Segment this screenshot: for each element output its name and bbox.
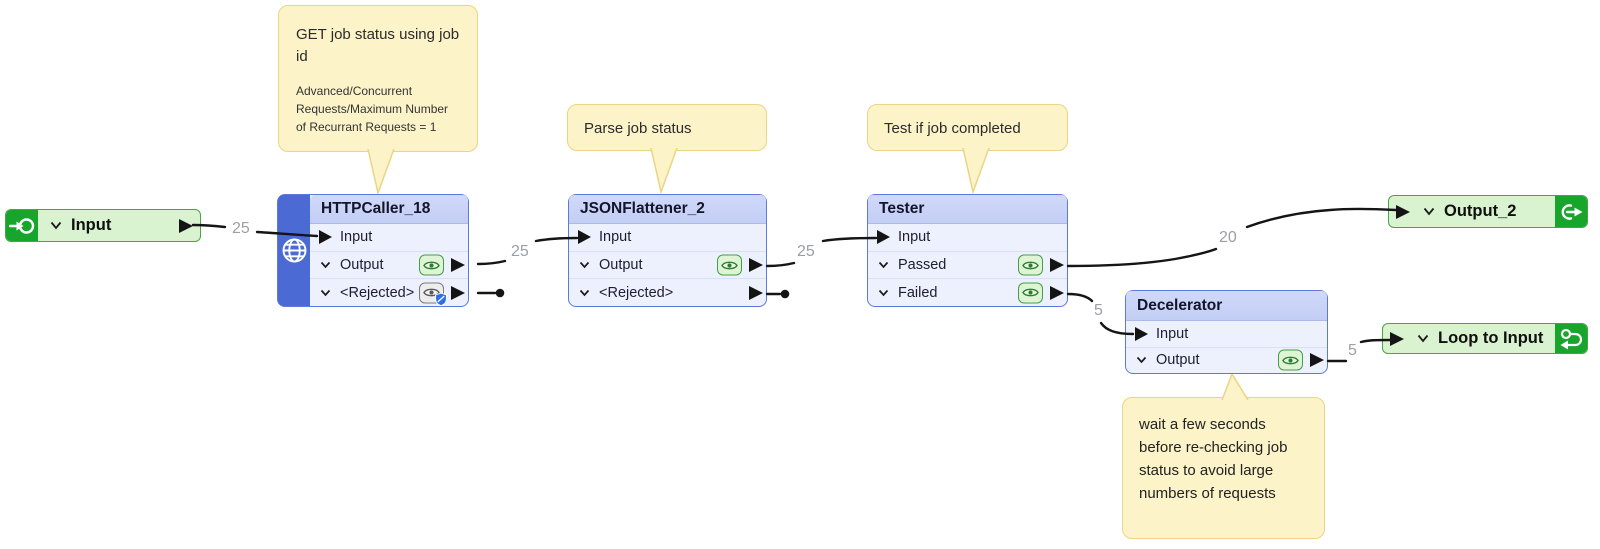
input-port-arrow-icon[interactable] (1133, 326, 1149, 342)
output-port-arrow-icon[interactable] (1309, 352, 1325, 368)
port-label: Passed (898, 257, 947, 273)
node-title[interactable]: JSONFlattener_2 (569, 195, 766, 224)
annotation-heading: Test if job completed (884, 120, 1021, 137)
chevron-down-icon[interactable] (1423, 207, 1435, 216)
port-label: Input (1156, 325, 1189, 342)
feature-cache-eye-icon[interactable] (1278, 349, 1303, 371)
node-title[interactable]: Tester (868, 195, 1067, 224)
port-label: <Rejected> (340, 284, 415, 301)
chevron-down-icon[interactable] (875, 289, 891, 297)
annotation-tail (960, 147, 992, 195)
input-port-arrow-icon[interactable] (875, 229, 891, 245)
port-label: Input (898, 229, 931, 246)
output-node-icon (1555, 196, 1587, 227)
rejected-cache-eye-shield-icon[interactable] (419, 282, 447, 306)
input-node-icon (6, 210, 38, 241)
output-port-arrow-icon[interactable] (450, 257, 466, 273)
port-input[interactable]: Input (868, 224, 1067, 251)
feature-cache-eye-icon[interactable] (717, 254, 742, 276)
rejected-stub-httpcaller[interactable] (476, 288, 505, 298)
port-output[interactable]: Output (310, 250, 468, 279)
node-title[interactable]: Decelerator (1126, 291, 1327, 321)
port-output[interactable]: Output (1126, 346, 1327, 374)
connection-jsonflattener-to-tester[interactable] (765, 236, 878, 268)
transformer-node-jsonflattener[interactable]: JSONFlattener_2 Input Output (568, 194, 767, 307)
feature-count: 25 (797, 243, 815, 260)
annotation-tester-note[interactable]: Test if job completed (867, 104, 1068, 195)
annotation-httpcaller-note[interactable]: GET job status using job id Advanced/Con… (278, 5, 478, 196)
httpcaller-accent-bar (278, 195, 310, 306)
port-label: Output (340, 257, 384, 273)
shield-icon (435, 292, 447, 306)
annotation-body: wait a few seconds before re-checking jo… (1139, 416, 1288, 502)
feature-count: 25 (511, 243, 529, 260)
node-title[interactable]: HTTPCaller_18 (310, 195, 468, 224)
feature-cache-eye-icon[interactable] (1018, 282, 1043, 304)
loop-node-icon (1555, 324, 1587, 353)
transformer-node-tester[interactable]: Tester Input Passed (867, 194, 1068, 307)
sink-node-loop-to-input[interactable]: Loop to Input (1382, 323, 1588, 354)
output-port-arrow-icon[interactable] (450, 285, 466, 301)
rejected-stub-jsonflattener[interactable] (765, 289, 790, 299)
port-label: Input (340, 229, 373, 246)
sink-node-output2[interactable]: Output_2 (1388, 195, 1588, 228)
node-label: Loop to Input (1438, 329, 1544, 347)
node-label: Input (71, 216, 112, 234)
annotation-tail (365, 148, 397, 196)
port-passed[interactable]: Passed (868, 250, 1067, 279)
chevron-down-icon[interactable] (50, 221, 62, 230)
annotation-tail (1219, 372, 1251, 401)
port-output[interactable]: Output (569, 250, 766, 279)
port-input[interactable]: Input (1126, 321, 1327, 347)
chevron-down-icon[interactable] (1417, 334, 1429, 343)
feature-count: 25 (232, 220, 250, 237)
output-port-arrow-icon[interactable] (1049, 285, 1065, 301)
annotation-jsonflattener-note[interactable]: Parse job status (567, 104, 767, 195)
feature-cache-eye-icon[interactable] (1018, 254, 1043, 276)
chevron-down-icon[interactable] (576, 261, 592, 269)
annotation-decelerator-note[interactable]: wait a few seconds before re-checking jo… (1122, 372, 1325, 539)
port-failed[interactable]: Failed (868, 278, 1067, 306)
chevron-down-icon[interactable] (317, 289, 333, 297)
chevron-down-icon[interactable] (576, 289, 592, 297)
port-input[interactable]: Input (310, 224, 468, 251)
input-port-arrow-icon[interactable] (576, 229, 592, 245)
port-input[interactable]: Input (569, 224, 766, 251)
chevron-down-icon[interactable] (1133, 356, 1149, 364)
transformer-node-httpcaller[interactable]: HTTPCaller_18 Input Output (277, 194, 469, 307)
port-label: <Rejected> (599, 284, 674, 301)
source-node-input[interactable]: Input (5, 209, 201, 242)
output-port-arrow-icon[interactable] (748, 285, 764, 301)
feature-count: 5 (1094, 302, 1103, 319)
port-label: Output (599, 257, 643, 273)
connection-decelerator-to-loop[interactable] (1326, 338, 1392, 363)
globe-icon (281, 237, 308, 264)
annotation-heading: Parse job status (584, 120, 692, 137)
output-port-arrow-icon[interactable] (178, 218, 194, 234)
node-label: Output_2 (1444, 202, 1517, 220)
annotation-tail (648, 147, 680, 195)
annotation-body: Advanced/Concurrent Requests/Maximum Num… (296, 83, 449, 134)
feature-count: 5 (1348, 342, 1357, 359)
input-port-arrow-icon[interactable] (1389, 331, 1405, 347)
port-label: Failed (898, 284, 938, 301)
chevron-down-icon[interactable] (317, 261, 333, 269)
port-label: Input (599, 229, 632, 246)
transformer-node-decelerator[interactable]: Decelerator Input Output (1125, 290, 1328, 374)
chevron-down-icon[interactable] (875, 261, 891, 269)
output-port-arrow-icon[interactable] (1049, 257, 1065, 273)
annotation-heading: GET job status using job id (296, 26, 460, 65)
feature-cache-eye-icon[interactable] (419, 254, 444, 276)
port-rejected[interactable]: <Rejected> (310, 278, 468, 306)
input-port-arrow-icon[interactable] (1395, 204, 1411, 220)
feature-count: 20 (1219, 229, 1237, 246)
port-rejected[interactable]: <Rejected> (569, 278, 766, 306)
input-port-arrow-icon[interactable] (317, 229, 333, 245)
output-port-arrow-icon[interactable] (748, 257, 764, 273)
port-label: Output (1156, 352, 1200, 369)
